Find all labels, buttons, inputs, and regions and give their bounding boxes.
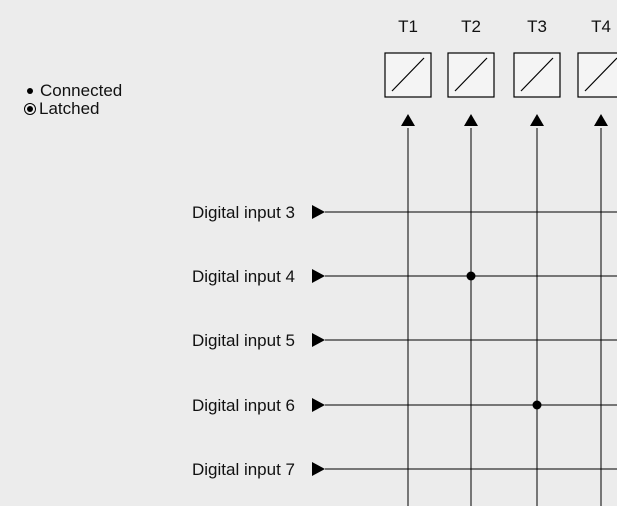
right-arrow-icon [312, 269, 325, 283]
terminal-label-t4: T4 [591, 17, 611, 36]
input-row-di6: Digital input 6 [192, 396, 617, 415]
input-row-di4: Digital input 4 [192, 267, 617, 286]
right-arrow-icon [312, 333, 325, 347]
legend-latched-label: Latched [39, 99, 100, 118]
legend-latched: Latched [22, 98, 122, 120]
right-arrow-icon [312, 462, 325, 476]
legend-connected: Connected [22, 80, 122, 102]
terminal-slash-icon [584, 57, 617, 92]
terminal-slash-icon [454, 57, 488, 92]
terminal-box-t4[interactable] [577, 52, 617, 98]
input-row-di5: Digital input 5 [192, 331, 617, 350]
up-arrow-icon [464, 114, 478, 126]
legend-connected-label: Connected [40, 81, 123, 100]
latched-dot-icon [24, 103, 36, 115]
input-label-di3: Digital input 3 [192, 203, 295, 222]
right-arrow-icon [312, 398, 325, 412]
terminal-slash-icon [391, 57, 425, 92]
legend: Connected Latched [22, 80, 122, 120]
up-arrow-icon [530, 114, 544, 126]
terminal-t3: T3 [513, 17, 561, 506]
terminal-label-t1: T1 [398, 17, 418, 36]
input-label-di4: Digital input 4 [192, 267, 295, 286]
input-label-di5: Digital input 5 [192, 331, 295, 350]
terminal-t2: T2 [447, 17, 495, 506]
up-arrow-icon [594, 114, 608, 126]
up-arrow-icon [401, 114, 415, 126]
connected-dot-icon [27, 88, 33, 94]
input-row-di7: Digital input 7 [192, 460, 617, 479]
input-row-di3: Digital input 3 [192, 203, 617, 222]
connection-dot[interactable] [466, 271, 476, 281]
terminal-t4: T4 [577, 17, 617, 506]
terminal-t1: T1 [384, 17, 432, 506]
right-arrow-icon [312, 205, 325, 219]
input-label-di7: Digital input 7 [192, 460, 295, 479]
connection-dot[interactable] [532, 400, 542, 410]
terminal-label-t3: T3 [527, 17, 547, 36]
terminal-label-t2: T2 [461, 17, 481, 36]
terminal-slash-icon [520, 57, 554, 92]
input-label-di6: Digital input 6 [192, 396, 295, 415]
